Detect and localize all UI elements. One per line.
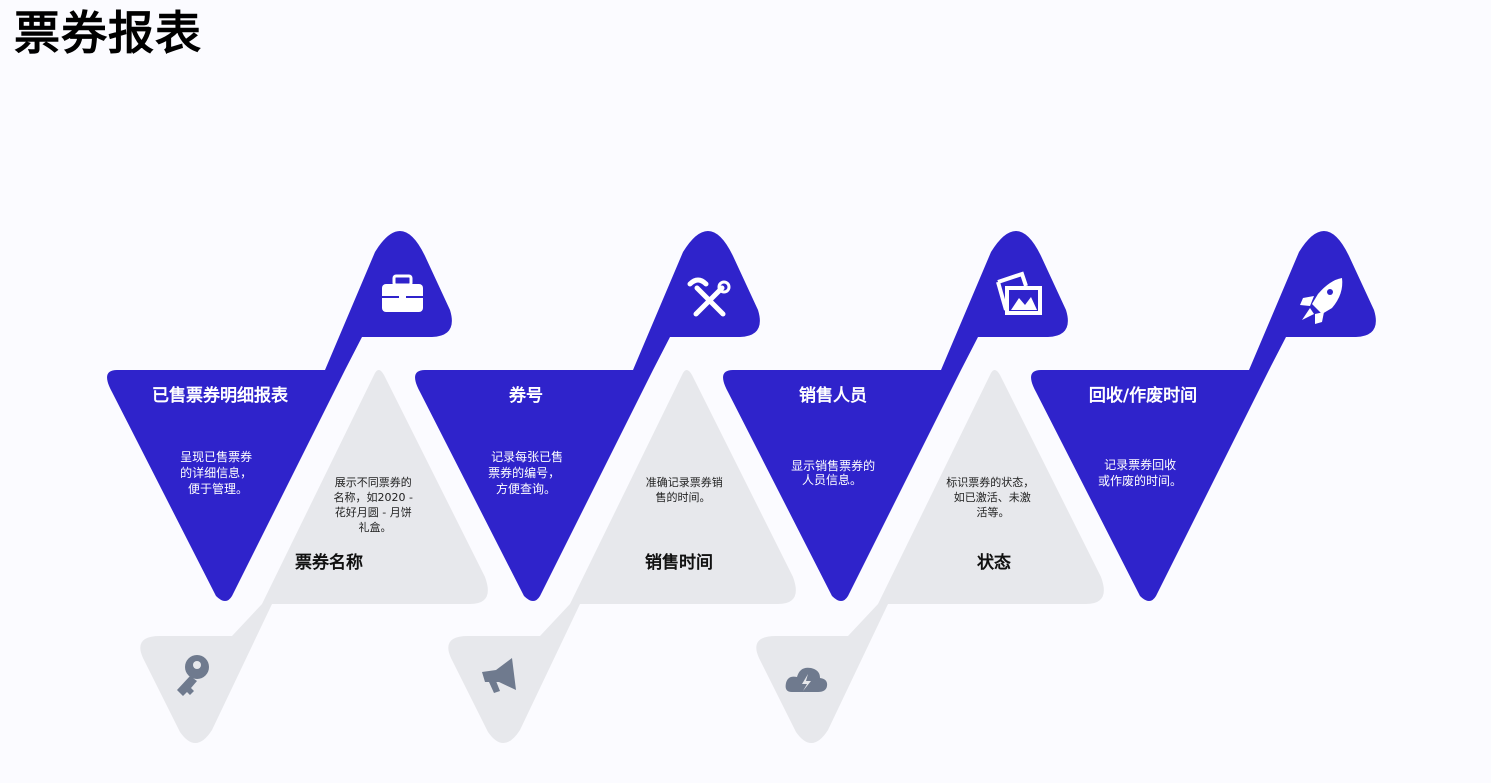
step-7: 回收/作废时间 记录票券回收 或作废的时间。 — [1031, 230, 1376, 601]
step-7-desc: 记录票券回收 或作废的时间。 — [1098, 457, 1182, 488]
step-5-desc: 显示销售票券的 人员信息。 — [791, 458, 879, 487]
step-6: 状态 标识票券的状态， 如已激活、未激 活等。 — [756, 369, 1104, 744]
step-6-desc-line: 活等。 — [977, 505, 1010, 519]
step-1-desc-line: 便于管理。 — [188, 481, 248, 496]
step-2: 票券名称 展示不同票券的 名称，如2020 - 花好月圆 - 月饼 礼盒。 — [140, 369, 488, 744]
step-4-title: 销售时间 — [645, 552, 713, 573]
step-3-desc-line: 记录每张已售 — [491, 449, 563, 464]
step-1: 已售票券明细报表 呈现已售票券 的详细信息， 便于管理。 — [107, 230, 452, 601]
images-icon — [996, 271, 1042, 315]
step-5-shape — [723, 230, 1068, 601]
step-7-desc-line: 记录票券回收 — [1104, 457, 1176, 472]
step-1-desc-line: 的详细信息， — [180, 465, 252, 480]
step-2-title: 票券名称 — [295, 552, 363, 573]
step-3-desc-line: 方便查询。 — [496, 481, 556, 496]
step-7-desc-line: 或作废的时间。 — [1098, 473, 1182, 488]
megaphone-icon — [482, 658, 516, 693]
step-3-desc-line: 票券的编号， — [488, 465, 560, 480]
step-7-shape — [1031, 230, 1376, 601]
step-5: 销售人员 显示销售票券的 人员信息。 — [723, 230, 1068, 601]
step-4-shape — [448, 369, 796, 744]
key-icon — [177, 655, 209, 696]
step-3: 券号 记录每张已售 票券的编号， 方便查询。 — [415, 230, 760, 601]
step-4-desc-line: 售的时间。 — [656, 490, 711, 504]
briefcase-icon — [382, 274, 423, 312]
step-1-shape — [107, 230, 452, 601]
step-1-title: 已售票券明细报表 — [152, 385, 289, 406]
step-2-desc: 展示不同票券的 名称，如2020 - 花好月圆 - 月饼 礼盒。 — [334, 475, 417, 534]
step-5-desc-line: 显示销售票券的 — [791, 458, 875, 473]
step-6-desc: 标识票券的状态， 如已激活、未激 活等。 — [946, 475, 1038, 519]
step-6-title: 状态 — [977, 552, 1011, 573]
step-4: 销售时间 准确记录票券销 售的时间。 — [448, 369, 796, 744]
step-1-desc: 呈现已售票券 的详细信息， 便于管理。 — [180, 449, 256, 496]
step-3-desc: 记录每张已售 票券的编号， 方便查询。 — [488, 449, 567, 496]
step-5-desc-line: 人员信息。 — [802, 472, 862, 487]
rocket-icon — [1300, 278, 1343, 324]
page-title: 票券报表 — [14, 6, 202, 60]
step-2-desc-line: 礼盒。 — [359, 520, 392, 534]
step-2-desc-line: 展示不同票券的 — [335, 475, 412, 489]
cloud-bolt-icon — [785, 667, 828, 692]
step-6-desc-line: 标识票券的状态， — [946, 475, 1034, 489]
step-3-shape — [415, 230, 760, 601]
step-6-shape — [756, 369, 1104, 744]
step-2-shape — [140, 369, 488, 744]
step-5-title: 销售人员 — [799, 385, 867, 406]
step-6-desc-line: 如已激活、未激 — [954, 490, 1031, 504]
step-2-desc-line: 名称，如2020 - — [334, 490, 413, 504]
tools-icon — [687, 277, 731, 317]
step-3-title: 券号 — [508, 385, 543, 406]
step-1-desc-line: 呈现已售票券 — [180, 449, 252, 464]
step-7-title: 回收/作废时间 — [1089, 385, 1197, 406]
step-4-desc-line: 准确记录票券销 — [646, 475, 723, 489]
step-4-desc: 准确记录票券销 售的时间。 — [646, 475, 727, 504]
step-2-desc-line: 花好月圆 - 月饼 — [335, 505, 412, 519]
